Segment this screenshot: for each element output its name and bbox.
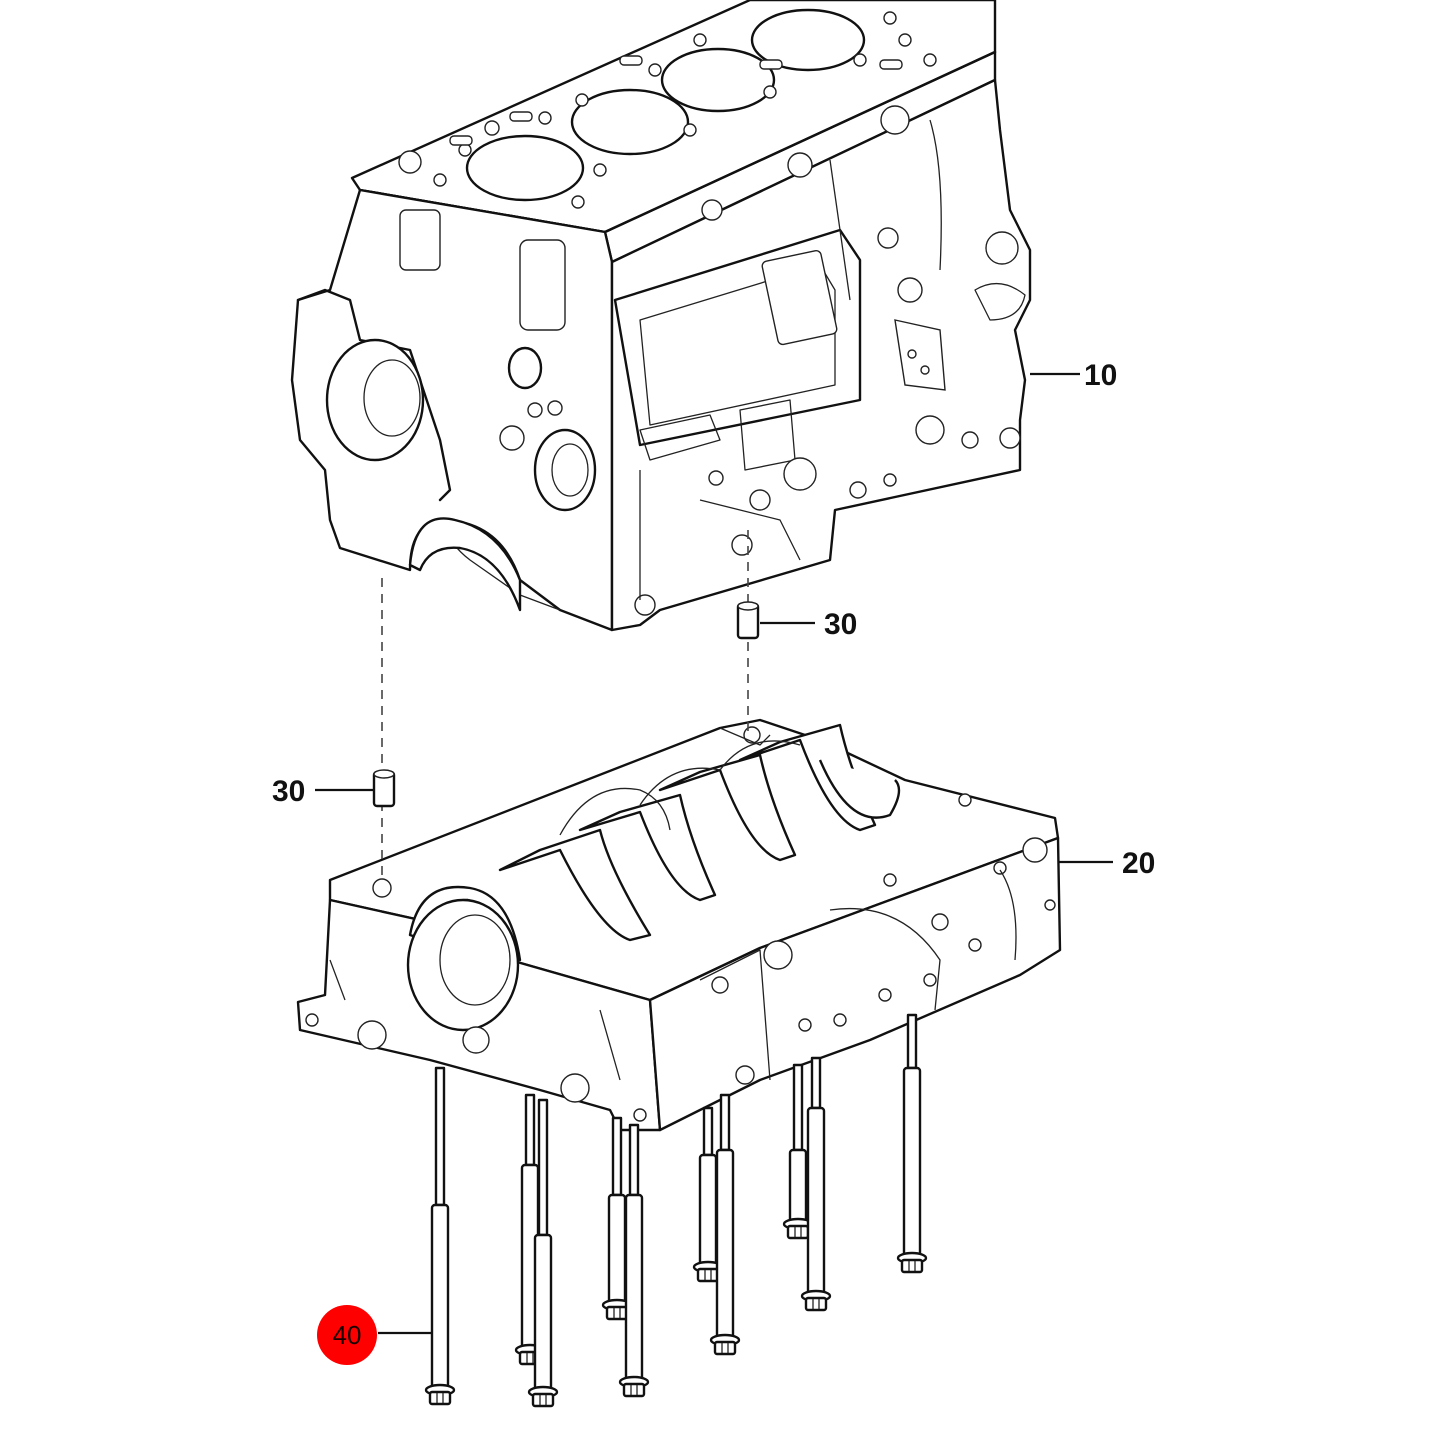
callout-30-left[interactable]: 30 bbox=[272, 775, 305, 808]
bedplate-drawing bbox=[296, 718, 1062, 1132]
dowel-pin-upper bbox=[736, 601, 760, 640]
callout-30-upper[interactable]: 30 bbox=[824, 608, 857, 641]
bolt bbox=[424, 1066, 456, 1406]
callout-20[interactable]: 20 bbox=[1122, 847, 1155, 880]
bolts-drawing bbox=[424, 1013, 928, 1408]
bolt bbox=[527, 1098, 559, 1408]
bolt bbox=[709, 1093, 741, 1356]
callout-10[interactable]: 10 bbox=[1084, 359, 1117, 392]
dowel-pins-drawing bbox=[372, 530, 760, 880]
dowel-pin-left bbox=[372, 769, 396, 808]
callout-40-marker[interactable]: 40 bbox=[317, 1305, 377, 1365]
callout-40[interactable]: 40 bbox=[333, 1320, 362, 1350]
bolt bbox=[800, 1056, 832, 1312]
bolt bbox=[896, 1013, 928, 1274]
bolt bbox=[618, 1123, 650, 1398]
engine-block-drawing bbox=[290, 0, 1032, 632]
bolt bbox=[601, 1116, 633, 1321]
highlight-marker bbox=[317, 1305, 377, 1365]
